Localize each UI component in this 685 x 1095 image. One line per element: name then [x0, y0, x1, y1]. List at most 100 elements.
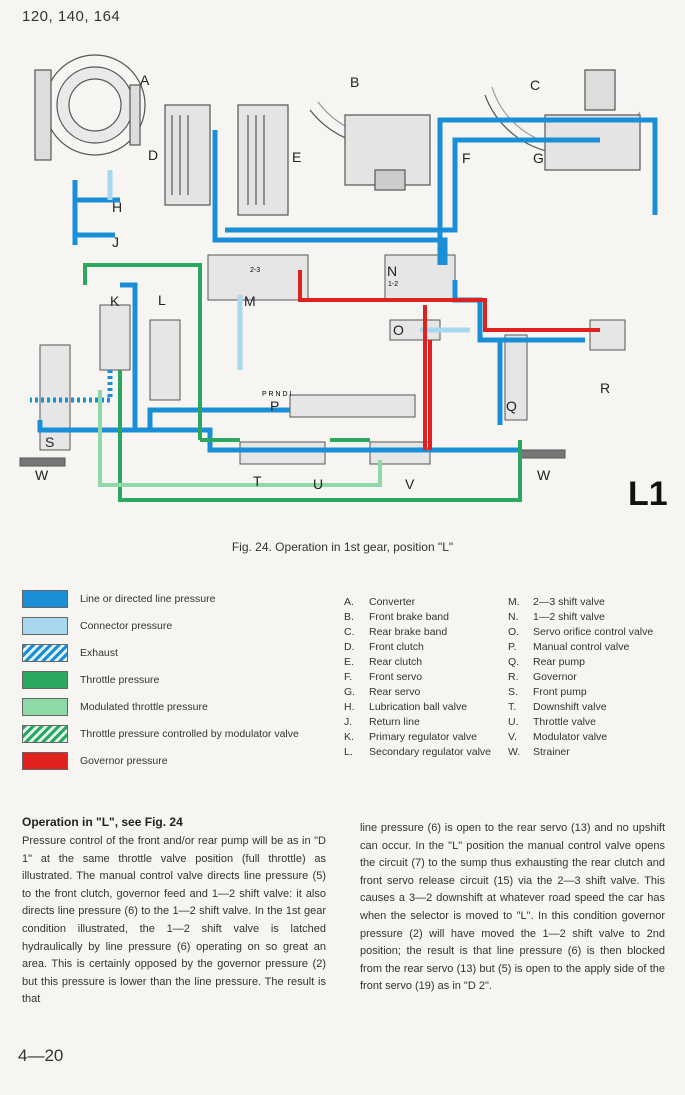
- component-name: Front brake band: [369, 611, 449, 623]
- component-name: Rear clutch: [369, 656, 423, 668]
- component-name: Modulator valve: [533, 731, 608, 743]
- component-name: Governor: [533, 671, 577, 683]
- figure-caption: Fig. 24. Operation in 1st gear, position…: [231, 540, 454, 554]
- label-P: P: [270, 398, 279, 414]
- selector-positions: P R N D I: [262, 391, 291, 398]
- section-title: Operation in "L", see Fig. 24: [22, 815, 183, 829]
- component-name: Throttle valve: [533, 716, 597, 728]
- legend-swatch-governor: [22, 751, 68, 770]
- throttle-pressure-lines: [83, 263, 522, 502]
- label-E: E: [292, 149, 301, 165]
- label-N: N: [387, 263, 397, 279]
- component-letter: S.: [508, 686, 518, 698]
- legend-swatch-modulated: [22, 697, 68, 716]
- legend-item: Modulated throttle pressure: [22, 693, 342, 720]
- component-letter: J.: [344, 716, 353, 728]
- label-K: K: [110, 293, 120, 309]
- legend-label: Line or directed line pressure: [80, 592, 216, 605]
- converter-drawing: [34, 54, 146, 161]
- legend-label: Modulated throttle pressure: [80, 700, 208, 713]
- component-letter: C.: [344, 626, 355, 638]
- label-W-right: W: [537, 467, 551, 483]
- component-name: Primary regulator valve: [369, 731, 477, 743]
- component-row: J. Return line U. Throttle valve: [344, 715, 674, 730]
- legend-label: Governor pressure: [80, 754, 168, 767]
- component-name: Strainer: [533, 746, 570, 758]
- label-G: G: [533, 150, 544, 166]
- legend-item: Throttle pressure: [22, 666, 342, 693]
- component-name: Rear servo: [369, 686, 421, 698]
- component-row: L. Secondary regulator valve W. Strainer: [344, 745, 674, 760]
- legend-label: Connector pressure: [80, 619, 173, 632]
- page-header: 120, 140, 164: [22, 8, 121, 25]
- component-name: Rear brake band: [369, 626, 448, 638]
- component-letter: M.: [508, 596, 520, 608]
- hydraulic-diagram: A B C D E F G H J K L M N O P Q R S T U …: [19, 54, 668, 513]
- component-letter: T.: [508, 701, 517, 713]
- label-W-left: W: [35, 467, 49, 483]
- component-letter: O.: [508, 626, 520, 638]
- component-row: F. Front servo R. Governor: [344, 670, 674, 685]
- legend-item: Governor pressure: [22, 747, 342, 774]
- page-number: 4—20: [18, 1046, 64, 1065]
- component-name: Converter: [369, 596, 416, 608]
- component-name: Return line: [369, 716, 420, 728]
- label-T: T: [253, 473, 262, 489]
- body-text-left: Pressure control of the front and/or rea…: [22, 835, 326, 1006]
- component-row: E. Rear clutch Q. Rear pump: [344, 655, 674, 670]
- legend-swatch-exhaust: [22, 643, 68, 662]
- component-letter: U.: [508, 716, 519, 728]
- legend-swatch-controlled: [22, 724, 68, 743]
- label-Q: Q: [506, 398, 517, 414]
- component-letter: Q.: [508, 656, 520, 668]
- component-name: Secondary regulator valve: [369, 746, 491, 758]
- component-letter: R.: [508, 671, 519, 683]
- label-M: M: [244, 293, 256, 309]
- component-letter: E.: [344, 656, 354, 668]
- component-letter: B.: [344, 611, 354, 623]
- modulated-throttle-lines: [98, 390, 382, 487]
- figure-tag: L1: [628, 475, 668, 513]
- connector-pressure-lines: [107, 170, 470, 370]
- component-letter: D.: [344, 641, 355, 653]
- component-name: Rear pump: [533, 656, 585, 668]
- component-name: 2—3 shift valve: [533, 596, 605, 608]
- m-sub-label: 2-3: [250, 267, 260, 274]
- label-O: O: [393, 322, 404, 338]
- component-name: Manual control valve: [533, 641, 630, 653]
- label-V: V: [405, 476, 415, 492]
- legend-label: Exhaust: [80, 646, 118, 659]
- component-name: Front pump: [533, 686, 587, 698]
- component-name: 1—2 shift valve: [533, 611, 605, 623]
- front-brake-band-drawing: [309, 101, 431, 191]
- n-sub-label: 1-2: [388, 281, 398, 288]
- component-letter: W.: [508, 746, 521, 758]
- label-L: L: [158, 292, 166, 308]
- valve-body-drawing: [19, 254, 626, 467]
- label-A: A: [140, 72, 150, 88]
- component-list: A. Converter M. 2—3 shift valve B. Front bra…: [344, 595, 674, 760]
- legend-swatch-line: [22, 589, 68, 608]
- component-letter: H.: [344, 701, 355, 713]
- component-letter: A.: [344, 596, 354, 608]
- component-row: A. Converter M. 2—3 shift valve: [344, 595, 674, 610]
- legend-item: Throttle pressure controlled by modulato…: [22, 720, 342, 747]
- component-letter: L.: [344, 746, 353, 758]
- label-R: R: [600, 380, 610, 396]
- component-letter: F.: [344, 671, 353, 683]
- legend-label: Throttle pressure controlled by modulato…: [80, 727, 299, 740]
- legend: Line or directed line pressure Connector…: [22, 585, 342, 774]
- legend-label: Throttle pressure: [80, 673, 160, 686]
- legend-swatch-throttle: [22, 670, 68, 689]
- component-letter: G.: [344, 686, 356, 698]
- clutch-drawings: [164, 104, 289, 216]
- component-letter: V.: [508, 731, 517, 743]
- governor-pressure-lines: [298, 270, 600, 450]
- component-name: Front servo: [369, 671, 423, 683]
- component-row: G. Rear servo S. Front pump: [344, 685, 674, 700]
- label-F: F: [462, 150, 471, 166]
